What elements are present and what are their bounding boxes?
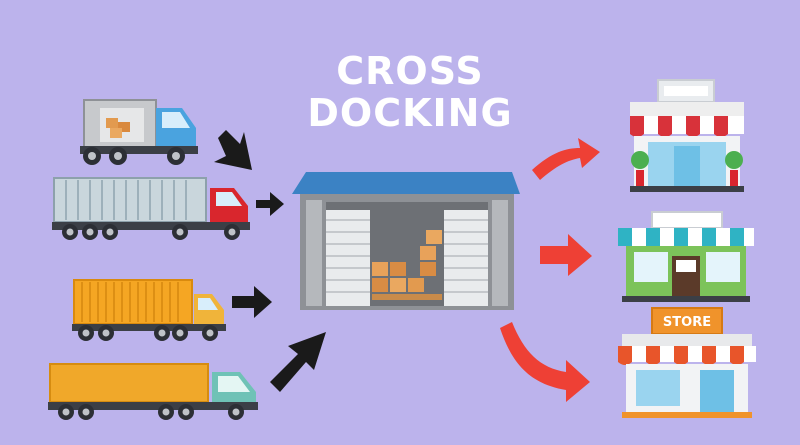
- truck-4-trailer-truck: [48, 363, 258, 420]
- inbound-arrow-1: [214, 130, 252, 170]
- inbound-arrow-3: [232, 286, 272, 318]
- outbound-arrow-3: [500, 322, 590, 402]
- store-1: [630, 79, 744, 192]
- diagram-title: CROSS DOCKING: [290, 50, 530, 134]
- inbound-arrow-2: [256, 192, 284, 216]
- inbound-arrow-4: [270, 332, 326, 392]
- store-2: [618, 211, 754, 302]
- cross-dock-warehouse: [292, 172, 520, 310]
- outbound-arrows: [500, 138, 600, 402]
- truck-3-container-truck: [72, 279, 226, 341]
- warehouse-boxes: [372, 230, 442, 300]
- truck-1-box-truck: [80, 99, 198, 165]
- title-line-2: DOCKING: [307, 91, 513, 135]
- inbound-arrows: [214, 130, 326, 392]
- store-3: STORE: [618, 307, 756, 418]
- outbound-arrow-2: [540, 234, 592, 276]
- outbound-arrow-1: [532, 138, 600, 180]
- store-3-sign: STORE: [663, 315, 711, 330]
- truck-2-semi-truck: [52, 177, 250, 240]
- title-line-1: CROSS: [336, 49, 484, 93]
